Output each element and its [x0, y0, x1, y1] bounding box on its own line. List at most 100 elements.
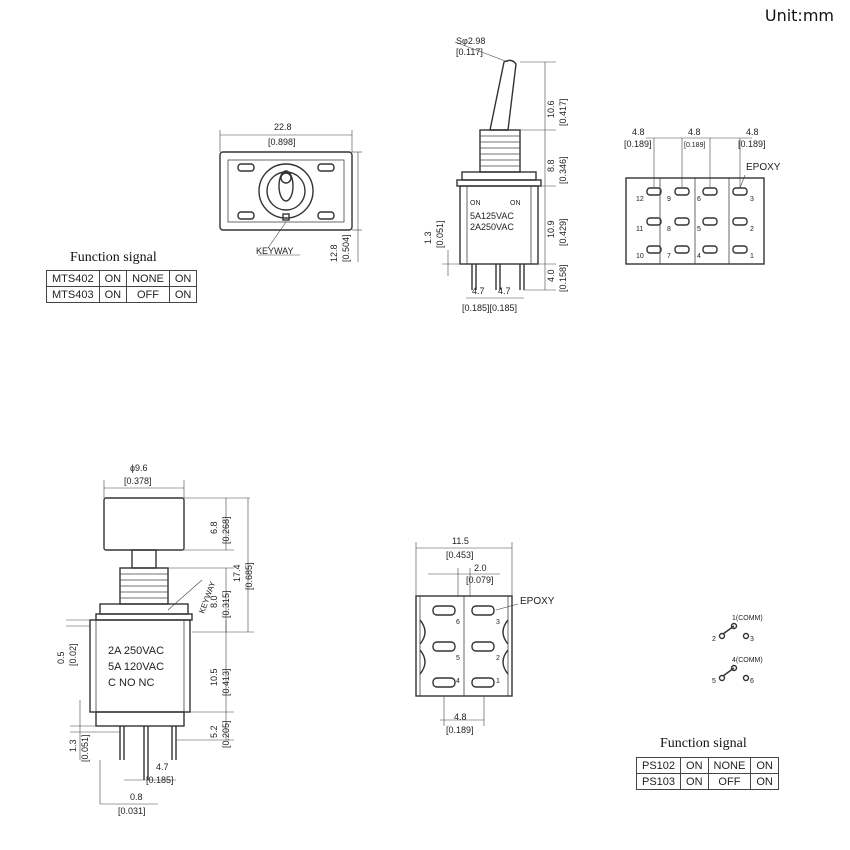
on-right-label: ON [510, 200, 521, 207]
pin-label: 5 [456, 655, 460, 662]
push-epoxy-label: EPOXY [520, 596, 555, 607]
push-dim-17-4-in: [0.685] [244, 562, 254, 590]
bottom-pitch-3: 4.8 [746, 127, 759, 137]
table-row: PS103 ON OFF ON [635, 773, 779, 790]
pin-label: 4 [697, 253, 701, 260]
push-dim-1-3: 1.3 [68, 739, 78, 752]
push-dim-6-8: 6.8 [209, 521, 219, 534]
function-signal-table-2: PS102 ON NONE ON PS103 ON OFF ON [635, 757, 779, 790]
dim-10-6: 10.6 [546, 100, 556, 118]
keyway-label: KEYWAY [256, 246, 294, 256]
comm-1-label: 1(COMM) [732, 615, 763, 622]
push-bottom-pitch: 4.8 [454, 712, 467, 722]
top-view-drawing [219, 130, 362, 262]
pin-label: 6 [697, 196, 701, 203]
pin-label: 1 [496, 678, 500, 685]
push-pitch-in-label: [0.185] [146, 775, 174, 785]
dim-8-8-in: [0.346] [558, 156, 568, 184]
bottom-pitch-in-2: [0.189] [684, 142, 705, 149]
dim-10-6-in: [0.417] [558, 98, 568, 126]
toggle-bottom-drawing [625, 137, 765, 265]
table-cell: PS103 [635, 773, 682, 790]
push-terminals: C NO NC [108, 677, 155, 689]
push-pin-label: 0.8 [130, 792, 143, 802]
table-cell: OFF [126, 286, 170, 303]
bottom-pitch-in-3: [0.189] [738, 139, 766, 149]
push-dim-8-0: 8.0 [209, 595, 219, 608]
pin-label: 2 [750, 226, 754, 233]
push-dim-1-3-in: [0.051] [80, 734, 90, 762]
pitch-in-label: [0.185][0.185] [462, 303, 517, 313]
push-rating-1: 2A 250VAC [108, 645, 164, 657]
pin-label: 2 [496, 655, 500, 662]
pin-2-label: 2 [712, 636, 716, 643]
toggle-side-drawing [442, 41, 556, 299]
dim-4-0-in: [0.158] [558, 264, 568, 292]
on-left-label: ON [470, 200, 481, 207]
push-bottom-inner-in: [0.079] [466, 575, 494, 585]
dim-8-8: 8.8 [546, 159, 556, 172]
dim-1-3-in: [0.051] [435, 220, 445, 248]
table-row: PS102 ON NONE ON [635, 757, 779, 774]
table-cell: PS102 [635, 757, 682, 774]
table-row: MTS403 ON OFF ON [46, 286, 198, 303]
top-width-label: 22.8 [274, 122, 292, 132]
epoxy-label: EPOXY [746, 162, 781, 173]
dim-4-0: 4.0 [546, 269, 556, 282]
top-width-in-label: [0.898] [268, 137, 296, 147]
pin-label: 11 [636, 226, 643, 233]
rating-2-label: 2A250VAC [470, 222, 514, 232]
table-cell: ON [680, 773, 709, 790]
push-pitch-label: 4.7 [156, 762, 169, 772]
push-bottom-drawing [415, 542, 519, 726]
pin-label: 8 [667, 226, 671, 233]
push-dim-10-5: 10.5 [209, 668, 219, 686]
push-side-drawing [66, 480, 254, 805]
bottom-pitch-1: 4.8 [632, 127, 645, 137]
pin-6-label: 6 [750, 678, 754, 685]
push-dim-5-2-in: [0.205] [221, 720, 231, 748]
push-dim-8-0-in: [0.315] [221, 590, 231, 618]
sphere-label: Sφ2.98 [456, 36, 485, 46]
rating-1-label: 5A125VAC [470, 211, 514, 221]
push-dim-6-8-in: [0.268] [221, 516, 231, 544]
pin-label: 5 [697, 226, 701, 233]
push-pin-in-label: [0.031] [118, 806, 146, 816]
pin-label: 6 [456, 619, 460, 626]
pin-label: 9 [667, 196, 671, 203]
push-bottom-inner: 2.0 [474, 563, 487, 573]
switch-schematic [718, 622, 750, 682]
table-cell: ON [98, 286, 128, 303]
sphere-in-label: [0.117] [456, 47, 483, 57]
unit-label: Unit:mm [764, 6, 834, 25]
pin-3-label: 3 [750, 636, 754, 643]
top-height-in-label: [0.504] [341, 234, 351, 262]
comm-4-label: 4(COMM) [732, 657, 763, 664]
pitch-b-label: 4.7 [498, 286, 511, 296]
dim-1-3: 1.3 [423, 231, 433, 244]
table-cell: MTS403 [46, 286, 100, 303]
top-height-label: 12.8 [329, 244, 339, 262]
push-dim-17-4: 17.4 [232, 564, 242, 582]
pitch-a-label: 4.7 [472, 286, 485, 296]
table-cell: OFF [707, 773, 752, 790]
pin-label: 4 [456, 678, 460, 685]
push-dim-0-5: 0.5 [56, 651, 66, 664]
pin-label: 10 [636, 253, 644, 260]
pin-5-label: 5 [712, 678, 716, 685]
table-cell: NONE [707, 757, 752, 774]
table-cell: ON [98, 270, 128, 287]
push-dim-5-2: 5.2 [209, 725, 219, 738]
push-dia-in-label: [0.378] [124, 476, 152, 486]
pin-label: 3 [750, 196, 754, 203]
push-dim-0-5-in: [0.02] [68, 643, 78, 666]
function-signal-table-1: MTS402 ON NONE ON MTS403 ON OFF ON [46, 270, 198, 303]
bottom-pitch-in-1: [0.189] [624, 139, 652, 149]
function-signal-title-2: Function signal [660, 736, 747, 751]
function-signal-title-1: Function signal [70, 250, 157, 265]
table-cell: ON [168, 286, 198, 303]
push-bottom-pitch-in: [0.189] [446, 725, 474, 735]
pin-label: 3 [496, 619, 500, 626]
table-cell: ON [750, 773, 779, 790]
